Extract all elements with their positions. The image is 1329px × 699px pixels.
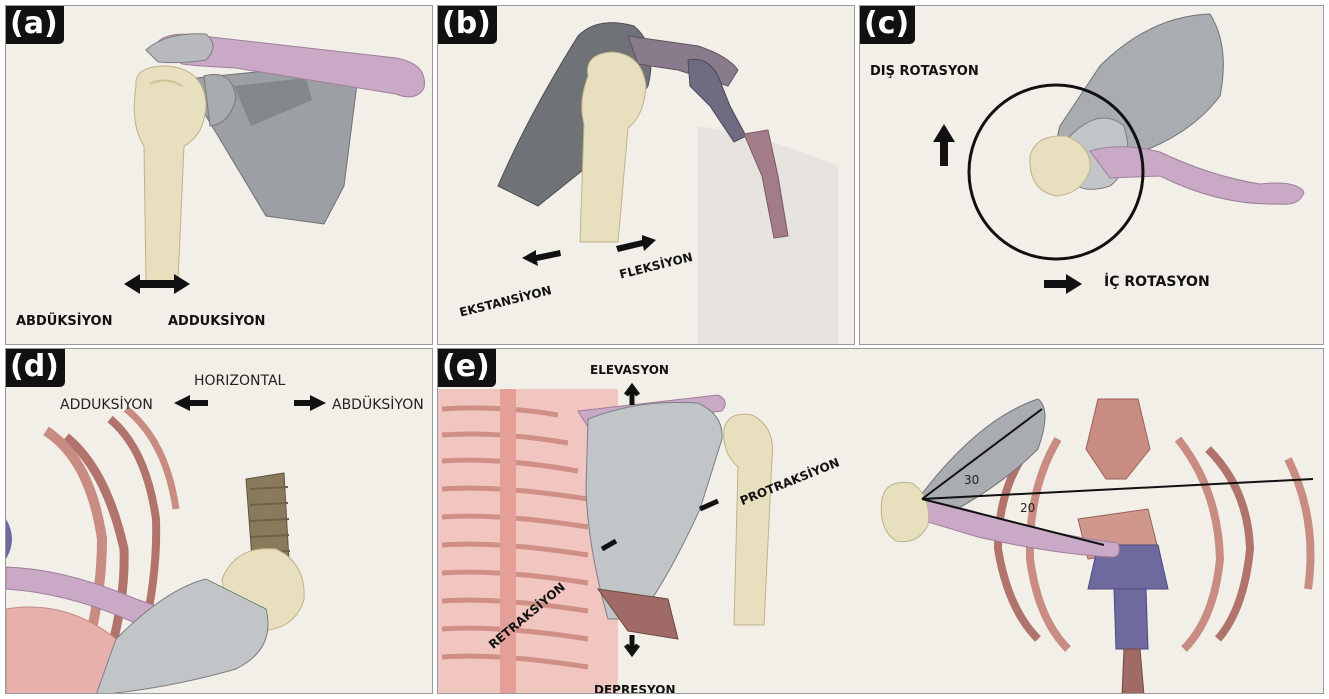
panel-b: (b) EKSTANSİYON FLEKSİYON [437,5,855,345]
panel-a: (a) ABDÜKSİYON ADDUKSİYON [5,5,433,345]
angle-30-label: 30 [964,473,979,487]
panel-d: (d) HORIZONTAL ADDUKSİYON ABDÜKSİYON [5,348,433,694]
abduction-label: ABDÜKSİYON [16,314,112,329]
panel-e-tag: (e) [438,349,496,387]
panel-c: (c) DIŞ ROTASYON İÇ ROTASYON [859,5,1324,345]
angle-20-label: 20 [1020,501,1035,515]
panel-d-tag: (d) [6,349,65,387]
external-rotation-label: DIŞ ROTASYON [870,64,979,79]
panel-b-tag: (b) [438,6,497,44]
panel-a-tag: (a) [6,6,64,44]
panel-c-tag: (c) [860,6,915,44]
panel-e: (e) ELEVASYON PROTRAKSİYON RETRAKSİYON D… [437,348,1324,694]
elevation-label: ELEVASYON [590,363,669,377]
horizontal-adduction-label: ADDUKSİYON [60,397,153,413]
adduction-label: ADDUKSİYON [168,314,265,329]
panel-c-illustration [860,6,1324,345]
panel-e-illustration [438,349,1324,694]
horizontal-label: HORIZONTAL [194,373,285,389]
internal-rotation-label: İÇ ROTASYON [1104,274,1210,290]
panel-b-illustration [438,6,855,345]
panel-a-illustration [6,6,433,345]
depression-label: DEPRESYON [594,683,676,694]
horizontal-abduction-label: ABDÜKSİYON [332,397,424,413]
